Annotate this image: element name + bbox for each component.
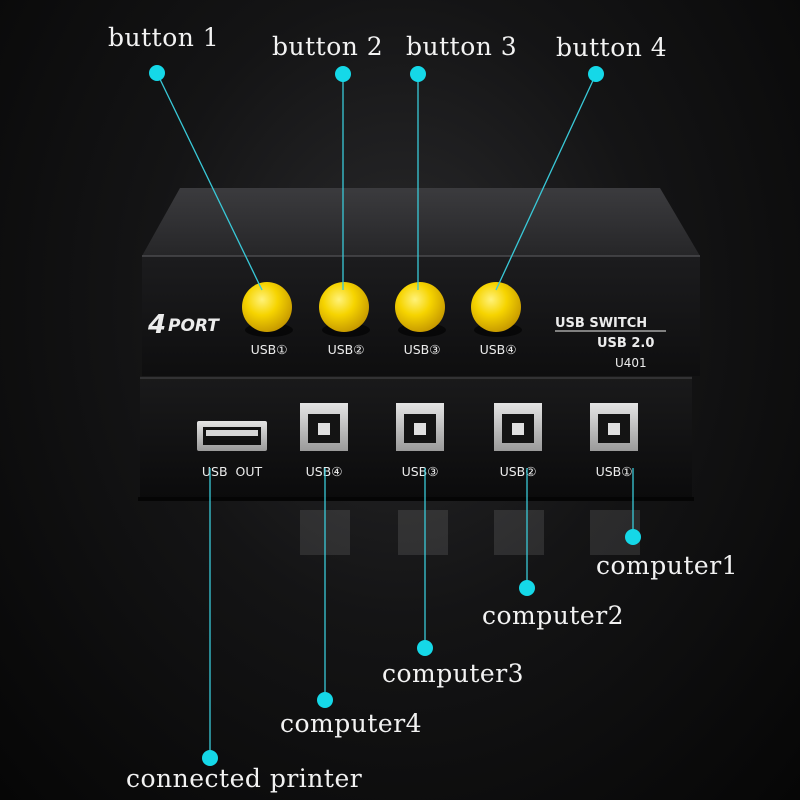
usb-b-port-3[interactable] [396, 403, 444, 451]
port-label-usb-2: USB② [500, 464, 537, 479]
callout-line-button-4 [495, 73, 597, 291]
select-button-2[interactable] [319, 282, 370, 337]
callout-label-printer: connected printer [126, 764, 363, 793]
callout-label-button-1: button 1 [108, 23, 220, 52]
callout-lines [156, 72, 634, 758]
select-button-4[interactable] [471, 282, 522, 337]
device-reflection [300, 510, 640, 555]
callout-label-computer-1: computer1 [596, 551, 739, 580]
callout-label-button-2: button 2 [272, 32, 384, 61]
brand-number: 4 [147, 310, 166, 340]
callout-label-button-3: button 3 [406, 32, 518, 61]
callout-line-button-1 [156, 72, 263, 291]
device-top-face [142, 188, 700, 256]
callout-dot-button-1 [149, 65, 165, 81]
usb-out-port[interactable] [197, 421, 267, 451]
button-label-1: USB① [251, 342, 288, 357]
usb-b-port-4[interactable] [300, 403, 348, 451]
port-label-usb-1: USB① [596, 464, 633, 479]
brand-word: PORT [168, 316, 220, 336]
callout-dot-button-4 [588, 66, 604, 82]
button-label-3: USB③ [404, 342, 441, 357]
device-model: U401 [615, 356, 647, 370]
select-button-3[interactable] [395, 282, 446, 337]
callout-dot-computer-1 [625, 529, 641, 545]
callout-label-computer-3: computer3 [382, 659, 525, 688]
callout-dot-button-2 [335, 66, 351, 82]
button-label-4: USB④ [480, 342, 517, 357]
port-label-usb-3: USB③ [402, 464, 439, 479]
callout-dot-computer-2 [519, 580, 535, 596]
callout-dots [149, 65, 641, 766]
usb-switch-device [138, 188, 700, 555]
callout-dot-computer-4 [317, 692, 333, 708]
callout-dot-printer [202, 750, 218, 766]
usb-b-port-1[interactable] [590, 403, 638, 451]
usb-b-port-2[interactable] [494, 403, 542, 451]
callout-label-computer-2: computer2 [482, 601, 625, 630]
select-button-1[interactable] [242, 282, 293, 337]
callout-dot-button-3 [410, 66, 426, 82]
port-label-usb-out: USB OUT [202, 464, 263, 479]
brand-logo: 4 PORT [147, 310, 220, 340]
device-subtitle: USB 2.0 [597, 336, 654, 351]
callout-dot-computer-3 [417, 640, 433, 656]
button-label-2: USB② [328, 342, 365, 357]
callout-label-button-4: button 4 [556, 33, 668, 62]
device-title-block: USB SWITCH USB 2.0 U401 [555, 316, 666, 370]
device-title: USB SWITCH [555, 316, 647, 331]
port-label-usb-4: USB④ [306, 464, 343, 479]
callout-label-computer-4: computer4 [280, 709, 423, 738]
